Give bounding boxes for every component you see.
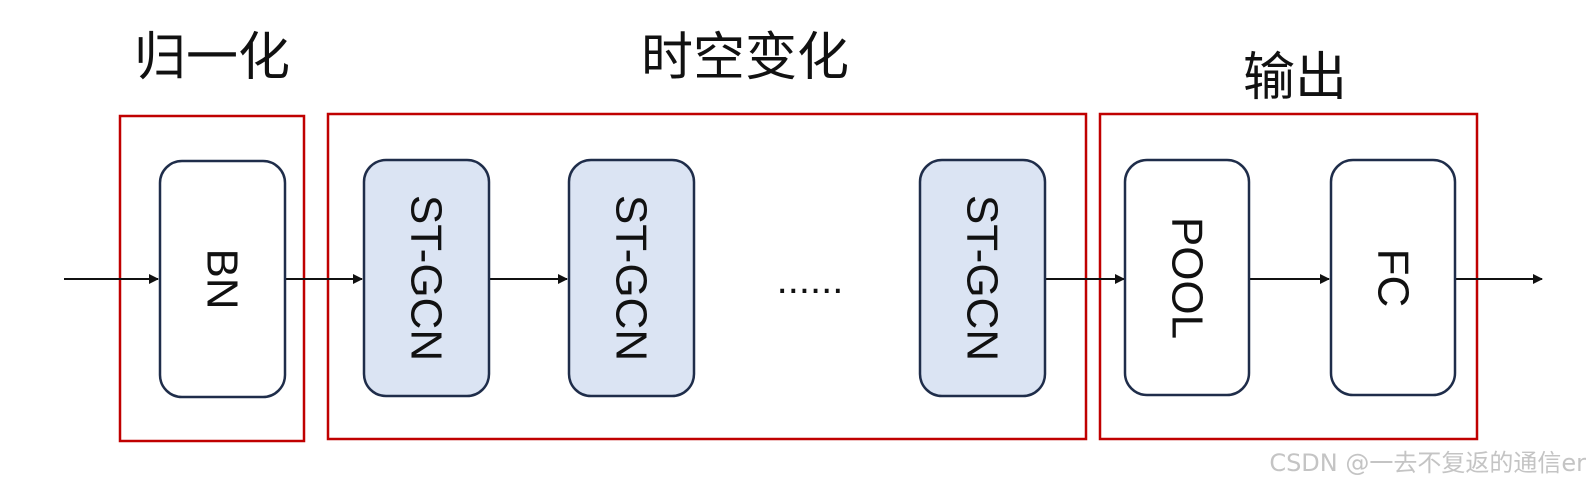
ellipsis-text: ...... [777, 258, 844, 302]
block-stgcn-n: ST-GCN [918, 158, 1047, 398]
block-fc: FC [1329, 158, 1457, 397]
group-box-spatiotemporal [326, 112, 1088, 441]
block-stgcn-1-label: ST-GCN [402, 195, 451, 361]
block-bn-label: BN [198, 248, 247, 309]
group-title-normalize: 归一化 [134, 28, 290, 88]
block-pool-label: POOL [1163, 217, 1212, 339]
group-title-spatiotemporal: 时空变化 [641, 28, 849, 88]
group-title-output: 输出 [1243, 48, 1347, 108]
watermark-text: CSDN @一去不复返的通信er [1269, 449, 1586, 477]
block-pool: POOL [1123, 158, 1251, 397]
block-bn: BN [158, 159, 287, 399]
block-fc-label: FC [1369, 249, 1418, 308]
block-stgcn-2: ST-GCN [567, 158, 696, 398]
group-box-output [1098, 112, 1479, 441]
block-stgcn-1: ST-GCN [362, 158, 491, 398]
block-stgcn-2-label: ST-GCN [607, 195, 656, 361]
block-stgcn-n-label: ST-GCN [958, 195, 1007, 361]
